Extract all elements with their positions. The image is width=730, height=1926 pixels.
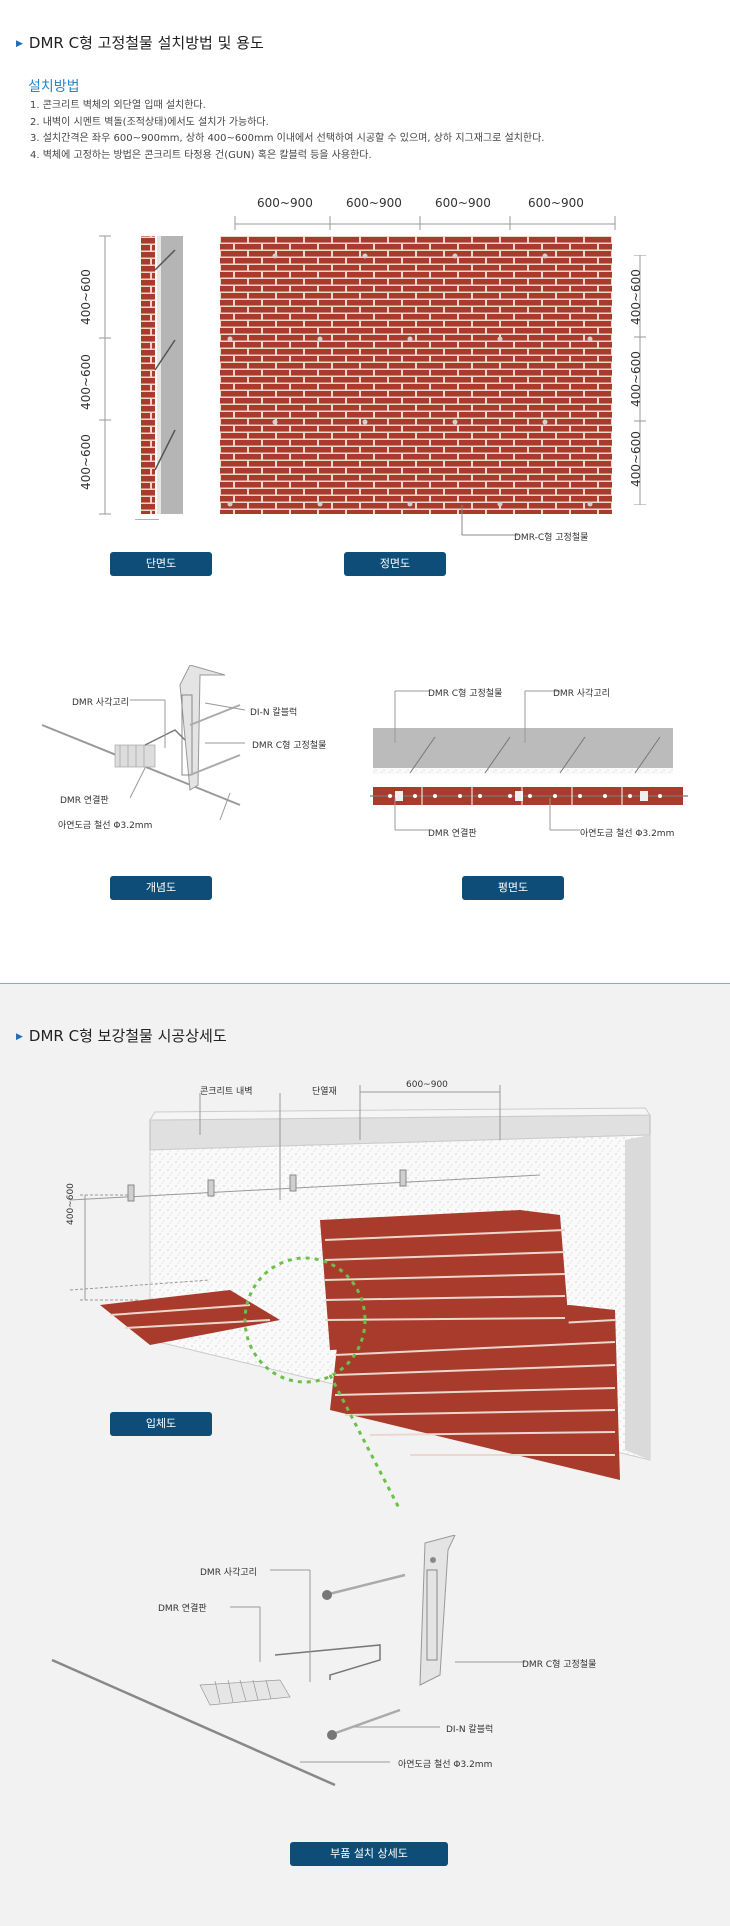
parts-callout-lines (230, 1569, 525, 1763)
cross-section-button[interactable]: 단면도 (110, 552, 212, 576)
triangle-bullet-icon: ▶ (16, 39, 23, 49)
parts-label-din: DI-N 칼블럭 (446, 1725, 494, 1735)
horizontal-dimension-lines (234, 216, 616, 230)
section-title-text: DMR C형 고정철물 설치방법 및 용도 (28, 34, 264, 52)
step-item: 2. 내벽이 시멘트 벽돌(조적상태)에서도 설치가 가능하다. (30, 116, 269, 128)
parts-label-connector: DMR 연결판 (158, 1604, 207, 1614)
concept-label-connector: DMR 연결판 (60, 796, 109, 806)
cross-section-drawing (99, 235, 183, 520)
step-item: 3. 설치간격은 좌우 600~900mm, 상하 400~600mm 이내에서… (30, 133, 545, 144)
concept-button[interactable]: 개념도 (110, 876, 212, 900)
plan-label-wire: 아연도금 철선 Φ3.2mm (580, 829, 675, 839)
front-elevation-button[interactable]: 정면도 (344, 552, 446, 576)
front-callout-label: DMR-C형 고정철물 (514, 533, 589, 543)
plan-callout-lines (394, 690, 580, 831)
v-dim-right-1: 400~600 (628, 269, 643, 325)
isometric-wall-drawing (70, 1107, 651, 1480)
v-dim-right-3: 400~600 (628, 431, 643, 487)
v-dim-left-2: 400~600 (78, 354, 93, 410)
install-steps: 1. 콘크리트 벽체의 외단열 입때 설치한다. 2. 내벽이 시멘트 벽돌(조… (30, 98, 710, 164)
h-dim-4: 600~900 (528, 196, 584, 210)
concept-diagram (41, 665, 241, 806)
step-item: 4. 벽체에 고정하는 방법은 콘크리트 타정용 건(GUN) 혹은 칼블럭 등… (30, 149, 372, 161)
plan-button[interactable]: 평면도 (462, 876, 564, 900)
concept-label-c-fixture: DMR C형 고정철물 (252, 741, 327, 751)
step-item: 1. 콘크리트 벽체의 외단열 입때 설치한다. (30, 100, 206, 111)
right-dimension-lines (634, 255, 646, 505)
iso-label-v-dim: 400~600 (66, 1183, 76, 1225)
concept-label-wire: 아연도금 철선 Φ3.2mm (58, 821, 153, 831)
h-dim-3: 600~900 (435, 196, 491, 210)
front-callout-line (461, 505, 518, 536)
section-title-text: DMR C형 보강철물 시공상세도 (28, 1027, 227, 1045)
section-title-install: ▶ DMR C형 고정철물 설치방법 및 용도 (16, 32, 264, 53)
plan-label-square-ring: DMR 사각고리 (553, 689, 610, 699)
v-dim-right-2: 400~600 (628, 351, 643, 407)
h-dim-1: 600~900 (257, 196, 313, 210)
detail-magnifier-guide (243, 1256, 402, 1511)
triangle-bullet-icon: ▶ (16, 1032, 23, 1042)
v-dim-left-1: 400~600 (78, 269, 93, 325)
iso-label-inner-wall: 콘크리트 내벽 (200, 1087, 253, 1097)
parts-label-square-ring: DMR 사각고리 (200, 1568, 257, 1578)
parts-label-wire: 아연도금 철선 Φ3.2mm (398, 1760, 493, 1770)
install-subtitle: 설치방법 (28, 79, 80, 95)
isometric-callout-lines (80, 1085, 501, 1301)
isometric-button[interactable]: 입체도 (110, 1412, 212, 1436)
front-elevation-brick-wall (220, 236, 612, 514)
plan-diagram (370, 728, 688, 805)
iso-label-insulation: 단열재 (312, 1087, 337, 1097)
parts-detail-drawing (51, 1535, 456, 1787)
parts-detail-button[interactable]: 부품 설치 상세도 (290, 1842, 448, 1866)
plan-label-c-fixture: DMR C형 고정철물 (428, 689, 503, 699)
iso-label-h-dim: 600~900 (406, 1080, 448, 1090)
h-dim-2: 600~900 (346, 196, 402, 210)
concept-callout-lines (130, 699, 246, 821)
plan-label-connector: DMR 연결판 (428, 829, 477, 839)
v-dim-left-3: 400~600 (78, 434, 93, 490)
concept-label-square-ring: DMR 사각고리 (72, 698, 129, 708)
concept-label-din: DI-N 칼블럭 (250, 708, 298, 718)
section-title-construction: ▶ DMR C형 보강철물 시공상세도 (16, 1025, 227, 1046)
parts-label-c-fixture: DMR C형 고정철물 (522, 1660, 597, 1670)
